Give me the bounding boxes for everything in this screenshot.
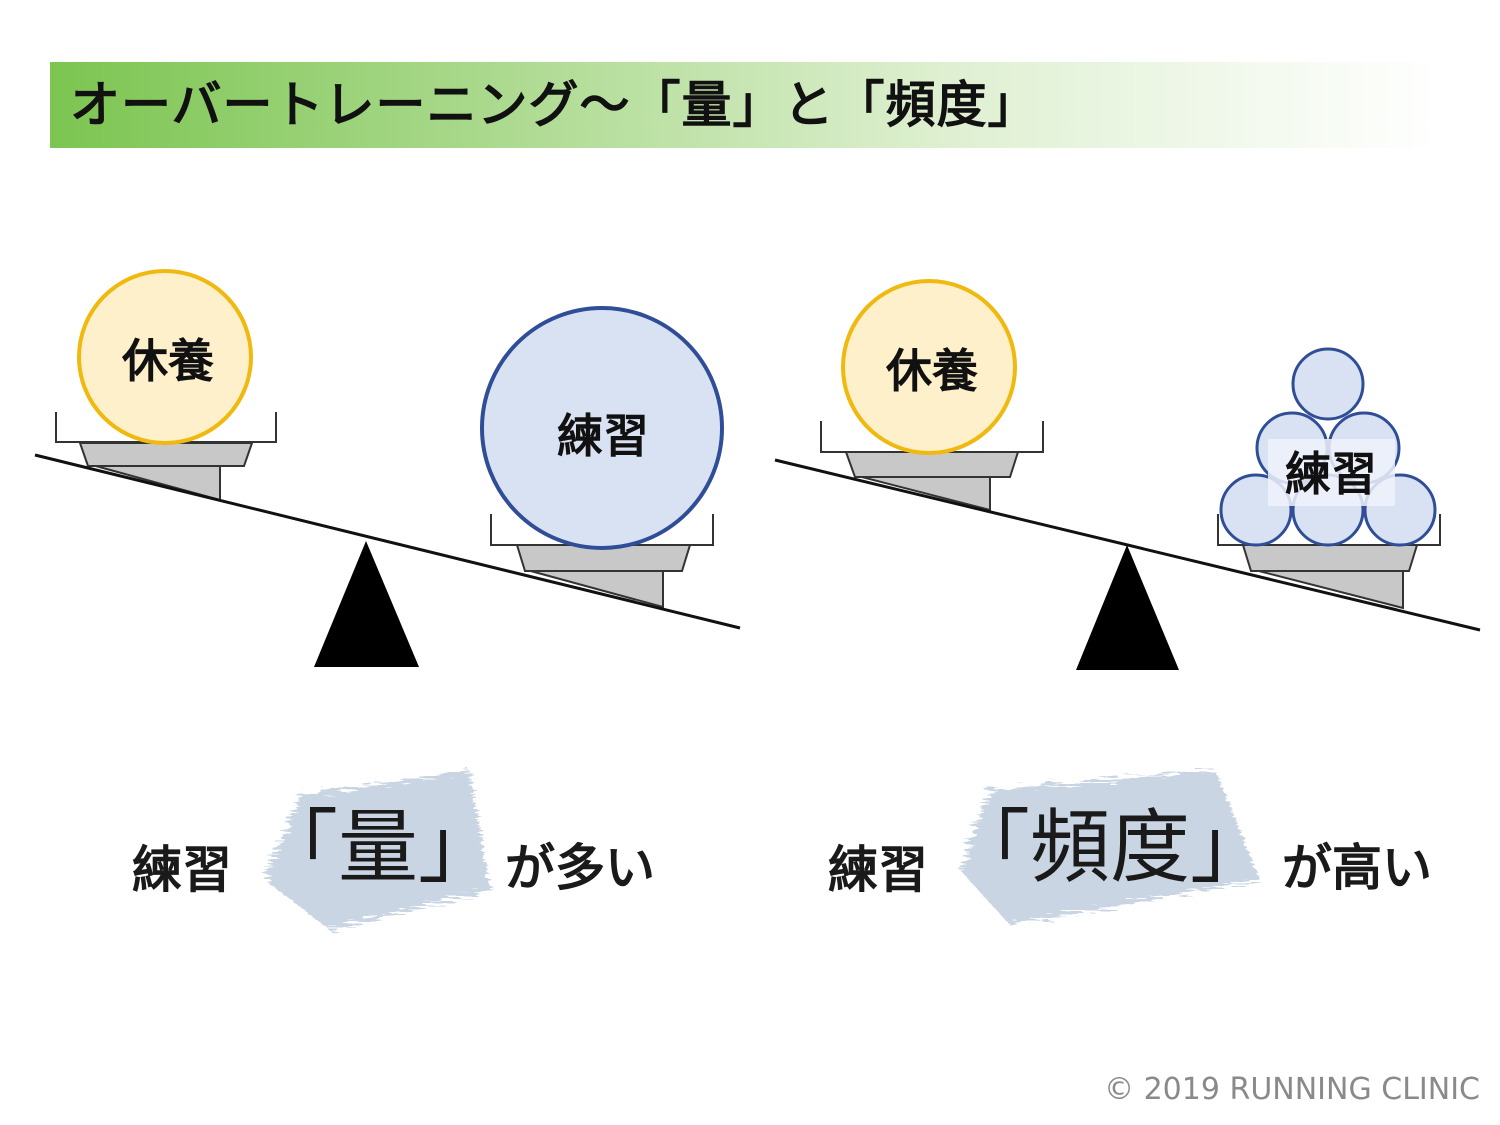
page-title: オーバートレーニング〜「量」と「頻度」 [70,76,1039,134]
left-fulcrum [314,541,419,667]
left-training-pan-support [526,569,664,609]
left-rest-label: 休養 [121,334,214,388]
left-training-ball [480,306,724,550]
right-training-pan-base [1241,544,1419,572]
left-caption-key: 「量」 [258,801,498,894]
copyright-notice: © 2019 RUNNING CLINIC [1104,1072,1480,1107]
left-caption-pre: 練習 [132,841,232,899]
right-caption-post: が高い [1282,839,1432,897]
right-rest-label: 休養 [885,344,978,398]
right-rest-ball [841,279,1017,455]
left-caption-post: が多い [505,839,655,897]
right-seesaw: 休養 練習 [774,279,1481,670]
right-training-pan-support [1254,569,1404,610]
right-brush-highlight [960,770,1260,925]
right-training-label: 練習 [1285,447,1377,501]
left-rest-pan-base [78,442,254,467]
left-seesaw: 休養 練習 [34,269,741,667]
right-rest-pan-support [857,475,991,512]
right-caption-pre: 練習 [828,841,928,899]
right-caption-key: 「頻度」 [950,801,1270,894]
right-beam [774,458,1481,632]
left-beam [34,453,741,630]
title-bar: オーバートレーニング〜「量」と「頻度」 [50,62,1440,148]
right-fulcrum [1076,545,1179,670]
right-training-label-backdrop [1268,439,1395,506]
left-brush-highlight [265,770,490,930]
left-training-label: 練習 [557,409,649,463]
right-rest-pan-base [844,451,1020,478]
training-ball-small [1291,347,1365,421]
left-rest-ball [77,269,253,445]
